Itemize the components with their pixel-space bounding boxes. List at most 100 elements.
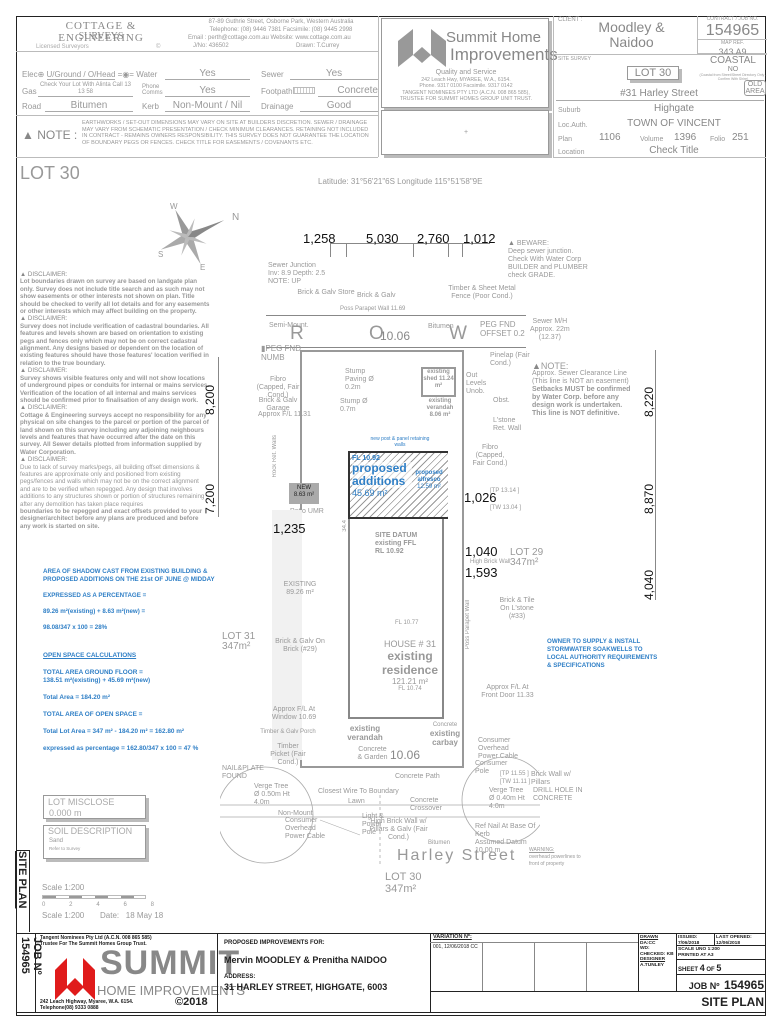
warning-icon: ▲ [20,271,27,278]
builder-stamp-box: + [381,110,549,155]
dim-left-2: 7,200 [203,484,217,515]
builder-logo-icon [398,29,446,67]
dim-top-1: 1,258 [303,231,336,246]
loc-auth-value: TOWN OF VINCENT [627,118,721,129]
tb-company: Tangent Nominees Pty Ltd (A.C.N. 008 865… [40,935,152,947]
street-name: Harley Street [397,847,517,864]
soil-box: SOIL DESCRIPTION Sand Refer to Survey [43,825,146,859]
stump-07: Stump Ø 0.7m [340,398,368,413]
disclaimers: ▲ DISCLAIMER: Lot boundaries drawn on su… [20,271,210,530]
tw-1304: [TW 13.04 ] [490,505,522,511]
semi-mount-label: Semi-Mount. [269,322,309,329]
compass-s: S [158,250,163,259]
client-label: CLIENT : [558,17,583,23]
tp-1314: [TP 13.14 ] [490,488,520,494]
kerb-value: Non-Mount / Nil [165,100,250,112]
coordinates: Latitude: 31°56'21"6S Longitude 115°51'5… [318,177,483,186]
dim-left-1: 8,200 [203,385,217,416]
suburb-value: Highgate [653,103,695,114]
brand-sub: HOME IMPROVEMENTS [97,983,246,998]
coastal-value: NO [727,66,739,73]
open-space-calculations: OPEN SPACE CALCULATIONS TOTAL AREA GROUN… [43,652,199,752]
out-levels: Out Levels Unob. [466,372,487,395]
surveyor-drawn: Drawn: T.Currey [296,43,340,49]
dim-top-3: 2,760 [417,231,450,246]
fibro-capped: Fibro (Capped, Fair Cond.) [256,376,300,399]
existing-shed: existing shed 11.24 m² [421,367,456,397]
builder-details: 242 Leach Hwy, MYAREE, W.A., 6154.Phone.… [399,77,533,102]
right-dimension-line [655,350,656,600]
variation-entry: 001, 12/06/2018 CC [433,944,478,950]
contract-number: 154965 [705,22,760,39]
brick-galv-29: Brick & Galv On Brick (#29) [275,638,325,653]
warning-icon: ▲ [508,240,515,247]
footpath-value: Concrete [318,85,378,97]
volume-value: 1396 [674,132,697,143]
dim-344: 34.4 [342,520,348,532]
dim-1026: 1,026 [464,490,497,505]
light-pole: Light & Power Pole [362,813,384,836]
drill-hole: DRILL HOLE IN CONCRETE [533,787,583,802]
patio-label: Patio UMR [290,508,324,515]
divider [16,115,378,116]
dim-right-2: 8,870 [642,484,656,515]
sheet-info: SHEET 4 OF 5 [678,963,722,973]
obst-label: Obst. [493,397,510,404]
loc-auth-label: Loc.Auth. [558,122,588,129]
existing-shadow-area [272,510,302,760]
timber-fence-label: Timber & Sheet Metal Fence (Poor Cond.) [448,285,516,300]
high-brick-wall-right: High Brick Wall [470,559,511,565]
map-ref: 343 A9 [718,47,747,57]
consumer-cable-right: Consumer Overhead Power Cable [478,737,519,760]
dim-top-4: 1,012 [463,231,496,246]
site-survey-label: SITE SURVEY [558,56,591,62]
summit-logo-icon [55,958,95,1000]
stamp-mark: + [463,129,469,136]
dim-1235: 1,235 [273,521,306,536]
proposed-label: PROPOSED IMPROVEMENTS FOR: [224,940,325,946]
folio-label: Folio [710,136,726,143]
timber-picket: Timber Picket (Fair Cond.) [270,743,306,766]
owners: Mervin MOODLEY & Prenitha NAIDOO [224,955,387,965]
surveyor-logo: COTTAGE & ENGINEERING [58,20,144,44]
brick-galv-garage: Brick & Galv Garage [258,397,298,412]
sewer-value: Yes [290,68,378,80]
surveyor-logo-sub: SURVEYS [78,31,124,42]
peg-fnd-numb: ▮PEG FND NUMB [261,344,301,362]
suburb-label: Suburb [558,107,581,114]
title-block [16,933,766,1013]
fibro-right: Fibro (Capped, Fair Cond.) [472,444,508,467]
surveyor-phone: Telephone: (08) 9446 7381 Facsimile: (08… [209,27,353,33]
stump-paving: Stump Paving Ø 0.2m [345,368,374,391]
client-name: Moodley &Naidoo [598,19,665,50]
lot-misclose-box: LOT MISCLOSE 0.000 m [43,795,146,819]
phone-value: Yes [165,85,250,97]
approx-fl-1131: Approx F/L 11.31 [258,411,311,418]
issued-info: ISSUED:7/06/2018 [678,935,700,946]
old-area-badge: OLD AREA [744,80,766,96]
surveyor-email: Email : perth@cottage.com.au Website: ww… [188,35,351,41]
client-block: CLIENT : Moodley &Naidoo CONTRACT / JOB … [553,16,767,157]
beware-note: ▲ BEWARE: Deep sewer junction.Check With… [508,240,588,279]
house-label: HOUSE # 31 existing residence 121.21 m² … [381,639,439,692]
contract-box: CONTRACT / JOB NO. 154965 MAP REF. 343 A… [697,16,767,57]
timber-galv-porch: Timber & Galv Porch [260,729,316,735]
location-label: Location [558,149,585,156]
location-value: Check Title [649,145,699,156]
drawing-sheet [16,16,766,1016]
job-vertical: JOB Nº 154965 [19,937,43,975]
site-datum: SITE DATUM existing FFL RL 10.92 [375,532,418,555]
consumer-pole: Consumer Pole [475,760,508,775]
street-linework [220,756,540,865]
warning-icon: ▲ [20,367,27,375]
divider [16,157,378,158]
lot-misclose-value: 0.000 m [49,808,82,818]
warning-powerlines: WARNING:overhead powerlines to front of … [529,847,581,867]
variations-grid: VARIATION Nº: 001, 12/06/2018 CC [430,933,638,991]
